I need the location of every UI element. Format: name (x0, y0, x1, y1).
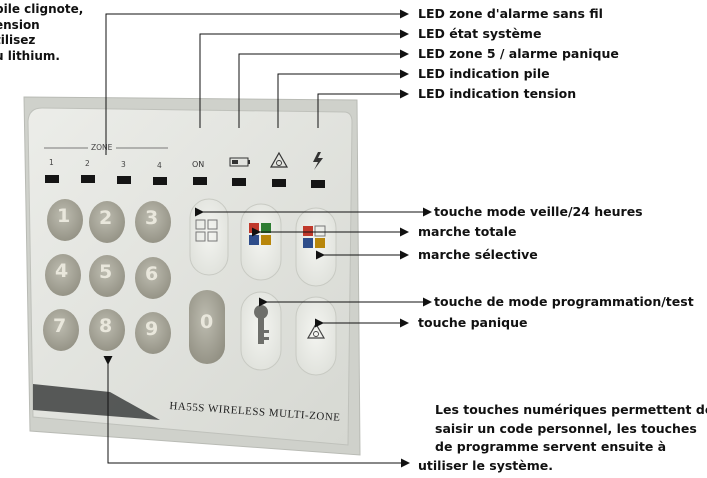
key-8 (89, 309, 125, 351)
key-5-label[interactable]: 5 (99, 261, 113, 283)
leader-zone5-panic (238, 49, 409, 128)
callout-label: marche sélective (418, 247, 538, 262)
lightning-icon (313, 152, 323, 170)
zone-number: 2 (85, 159, 90, 168)
callout-label: LED état système (418, 26, 542, 41)
intro-text: pile clignote, ension tilisez u lithium. (0, 2, 120, 64)
callout-label: LED indication tension (418, 86, 577, 101)
callout-label: touche panique (418, 315, 528, 330)
callout-label: marche totale (418, 224, 517, 239)
led-row (45, 175, 325, 188)
intro-line: pile clignote, (0, 2, 84, 16)
battery-icon (229, 157, 250, 167)
numeric-keys-note: Les touches numériques permettent de sai… (418, 401, 707, 475)
key-2 (89, 201, 125, 243)
key-icon (254, 305, 269, 344)
key-2-label[interactable]: 2 (99, 207, 113, 229)
key-0 (189, 290, 225, 364)
zone-number: 3 (121, 160, 126, 169)
key-1 (47, 199, 83, 241)
warning-icon (269, 151, 289, 168)
led-panic (272, 179, 286, 187)
key-9 (135, 312, 171, 354)
key-3 (135, 201, 171, 243)
led-on (193, 177, 207, 185)
led-power (311, 180, 325, 188)
leader-wireless-zone (105, 9, 409, 155)
key-5 (89, 255, 125, 297)
key-6-label[interactable]: 6 (145, 263, 159, 285)
leader-numeric-keys (103, 356, 410, 468)
key-7-label[interactable]: 7 (53, 315, 67, 337)
key-9-label[interactable]: 9 (145, 318, 159, 340)
note-line: utiliser le système. (418, 457, 554, 473)
note-line: saisir un code personnel, les touches (435, 420, 697, 436)
led-zone-4 (153, 177, 167, 185)
note-line: Les touches numériques permettent de (435, 402, 707, 417)
key-3-label[interactable]: 3 (145, 207, 159, 229)
led-zone-1 (45, 175, 59, 183)
key-1-label[interactable]: 1 (57, 205, 71, 227)
standby-key (189, 198, 229, 276)
key-8-label[interactable]: 8 (99, 315, 113, 337)
key-4 (45, 254, 81, 296)
zone-label: ZONE (91, 143, 113, 152)
callout-label: touche mode veille/24 heures (434, 204, 643, 219)
callout-label: LED indication pile (418, 66, 550, 81)
note-line: de programme servent ensuite à (435, 439, 667, 454)
intro-line: tilisez (0, 33, 36, 47)
numeric-keys (43, 199, 225, 364)
key-6 (135, 257, 171, 299)
zone-number: 1 (49, 158, 54, 167)
callout-label: LED zone 5 / alarme panique (418, 46, 619, 61)
panic-warning-icon (306, 322, 326, 339)
led-zone-3 (117, 176, 131, 184)
callout-label: LED zone d'alarme sans fil (418, 6, 603, 21)
key-0-label[interactable]: 0 (200, 311, 214, 333)
on-label: ON (192, 160, 205, 169)
key-4-label[interactable]: 4 (55, 260, 69, 282)
key-7 (43, 309, 79, 351)
leader-system-state (199, 29, 409, 128)
zone-number: 4 (157, 161, 162, 170)
leader-battery (277, 69, 409, 128)
intro-line: u lithium. (0, 48, 60, 63)
led-battery (232, 178, 246, 186)
leader-voltage (317, 89, 409, 128)
callout-label: touche de mode programmation/test (434, 294, 694, 309)
led-zone-2 (81, 175, 95, 183)
intro-line: ension (0, 17, 40, 32)
